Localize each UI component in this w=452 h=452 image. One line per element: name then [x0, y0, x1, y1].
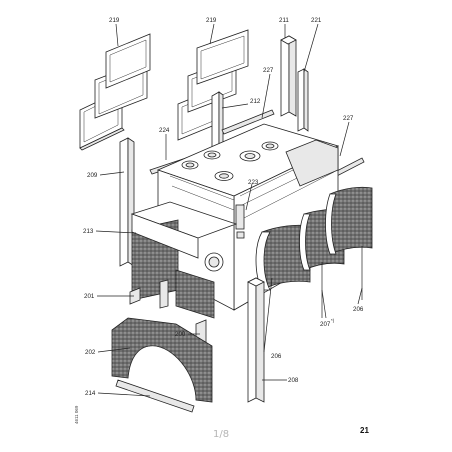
label-224: 224 [159, 127, 170, 134]
drawing-code: 4611 069 [74, 405, 79, 424]
label-214: 214 [85, 390, 96, 397]
label-219-left: 219 [109, 17, 120, 24]
label-221: 221 [311, 17, 322, 24]
label-227-top: 227 [263, 67, 274, 74]
label-206-left: 206 [271, 353, 282, 360]
foot-201 [129, 287, 141, 305]
page-number: 21 [360, 426, 369, 435]
page-indicator: 1/8 [213, 429, 229, 440]
flue-connectors [181, 141, 279, 181]
label-213: 213 [83, 228, 94, 235]
label-212: 212 [250, 98, 261, 105]
label-209: 209 [87, 172, 98, 179]
label-208: 208 [288, 377, 299, 384]
rail-227-top [221, 109, 275, 135]
post-221 [297, 68, 309, 132]
label-207-footnote: *) [331, 318, 335, 323]
label-206-right: 206 [353, 306, 364, 313]
label-211: 211 [279, 17, 289, 24]
label-202: 202 [85, 349, 96, 356]
corner-post-208 [247, 277, 265, 403]
leader-lines [95, 23, 363, 397]
insulation-shells [255, 186, 373, 318]
label-201: 201 [84, 293, 95, 300]
label-200: 200 [175, 331, 186, 338]
part-labels: 219 219 211 221 227 212 224 227 209 223 … [83, 17, 364, 397]
label-223: 223 [248, 179, 259, 186]
label-207: 207 [320, 321, 331, 328]
panel-219-left [79, 33, 151, 151]
strip-214 [115, 379, 195, 413]
label-227-right: 227 [343, 115, 354, 122]
label-219-right: 219 [206, 17, 217, 24]
foot-200-b [159, 279, 169, 309]
post-211 [280, 35, 297, 117]
